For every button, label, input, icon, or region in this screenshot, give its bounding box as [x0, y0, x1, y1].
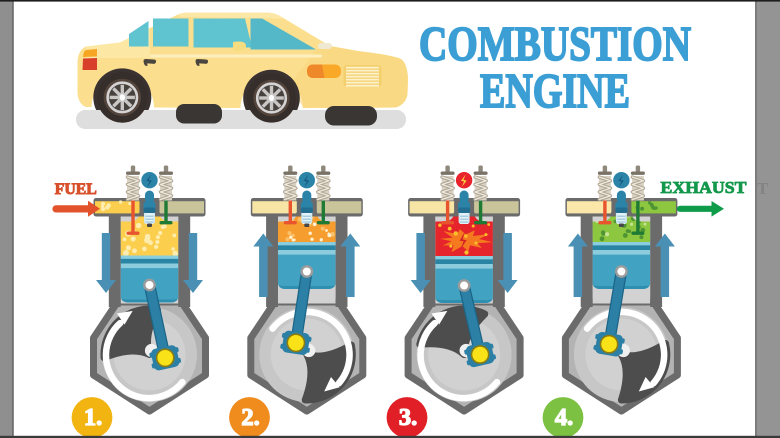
- svg-text:COMBUSTION: COMBUSTION: [419, 16, 691, 71]
- svg-text:4.: 4.: [555, 404, 573, 431]
- svg-text:3.: 3.: [399, 404, 417, 431]
- svg-text:T: T: [757, 179, 769, 198]
- svg-text:EXHAUST: EXHAUST: [661, 178, 747, 197]
- svg-text:FUEL: FUEL: [55, 181, 97, 198]
- svg-text:2.: 2.: [241, 404, 259, 431]
- svg-text:1.: 1.: [84, 404, 102, 431]
- svg-text:ENGINE: ENGINE: [480, 63, 630, 118]
